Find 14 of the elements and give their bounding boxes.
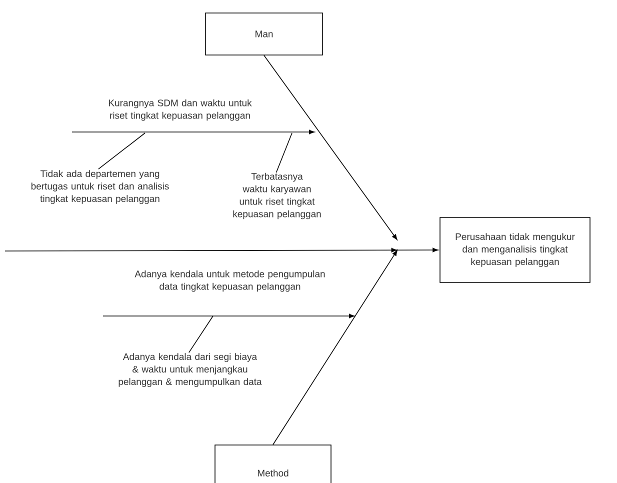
fishbone-line	[264, 55, 398, 240]
leader-line	[98, 132, 146, 170]
cause-label: Kurangnya SDM dan waktu untuk riset tingkat kepuasan pelanggan	[108, 99, 252, 121]
cause-label: Adanya kendala untuk metode pengumpulan data tingkat kepuasan pelanggan	[134, 270, 325, 292]
spine-arrow	[4, 248, 438, 252]
leader-line	[276, 132, 292, 173]
fishbone-line	[272, 250, 398, 445]
cause-text: Adanya kendala dari segi biaya & waktu untuk menjangkau pelanggan & mengumpulkan data	[118, 353, 262, 387]
leader-line	[188, 316, 214, 353]
cause-category-box: Method	[214, 444, 332, 483]
cause-text: Tidak ada departemen yang bertugas untuk riset dan analisis tingkat kepuasan pelanggan	[31, 170, 169, 204]
cause-text: Terbatasnya waktu karyawan untuk riset tingkat kepuasan pelanggan	[233, 172, 321, 220]
effect-box: Perusahaan tidak mengukur dan menganalisis tingkat kepuasan pelanggan	[440, 217, 590, 283]
cause-category-box: Man	[205, 12, 323, 56]
